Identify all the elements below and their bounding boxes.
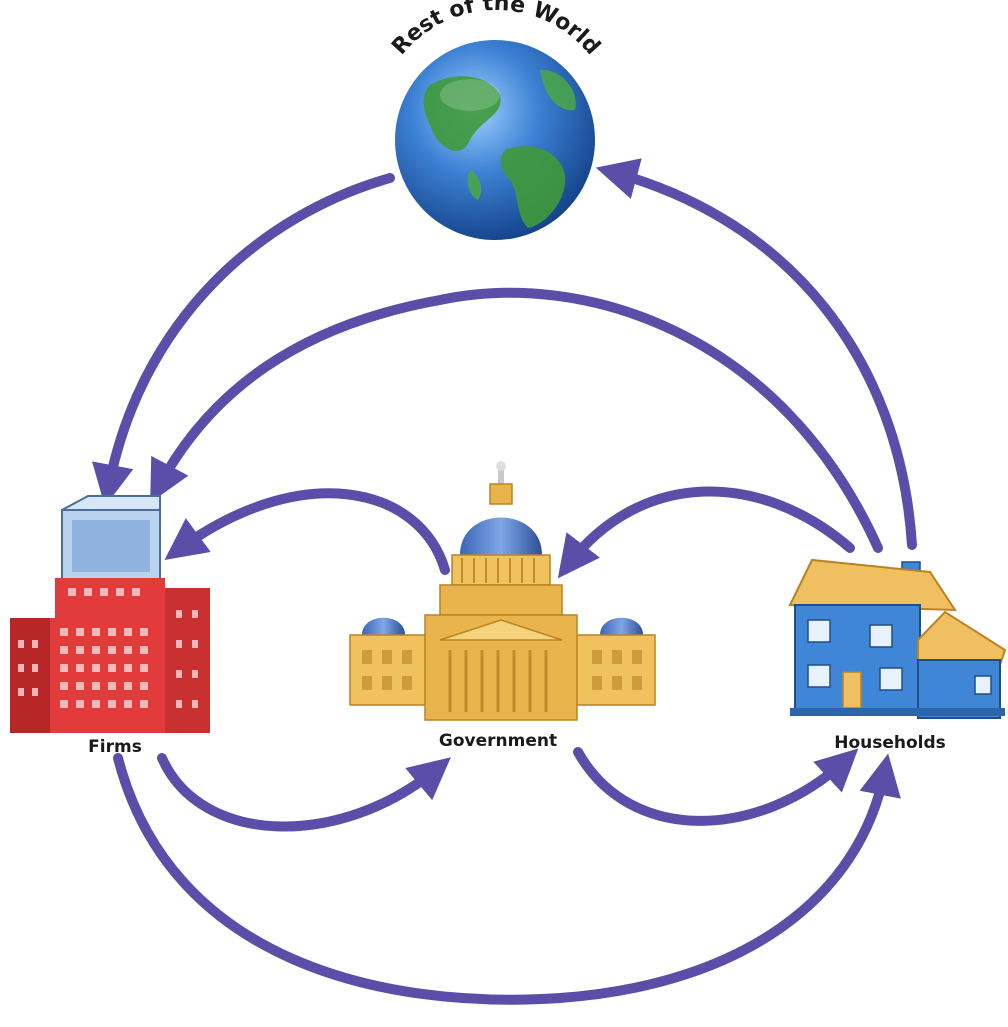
households-label: Households: [834, 733, 946, 753]
flow-arrow-government-to-firms: [164, 488, 450, 575]
firms-node: Firms: [10, 495, 210, 757]
flow-arrows: [92, 158, 917, 1005]
world-node: Rest of the World: [387, 0, 605, 240]
house-icon: [788, 558, 1007, 719]
government-node: Government: [349, 461, 656, 751]
flow-arrow-world-to-firms: [92, 173, 395, 507]
households-node: Households: [788, 558, 1007, 753]
flow-arrow-firms-to-households: [113, 753, 901, 1005]
flow-arrow-households-to-government: [557, 486, 855, 579]
government-label: Government: [439, 731, 557, 751]
office-building-icon: [10, 495, 210, 733]
flow-arrow-households-to-firms: [150, 287, 883, 553]
globe-icon: [395, 40, 595, 240]
capitol-building-icon: [349, 461, 656, 721]
flow-arrow-households-to-world: [595, 158, 917, 550]
firms-label: Firms: [88, 737, 142, 757]
flow-arrow-government-to-households: [573, 747, 859, 826]
flow-arrow-firms-to-government: [157, 753, 451, 832]
